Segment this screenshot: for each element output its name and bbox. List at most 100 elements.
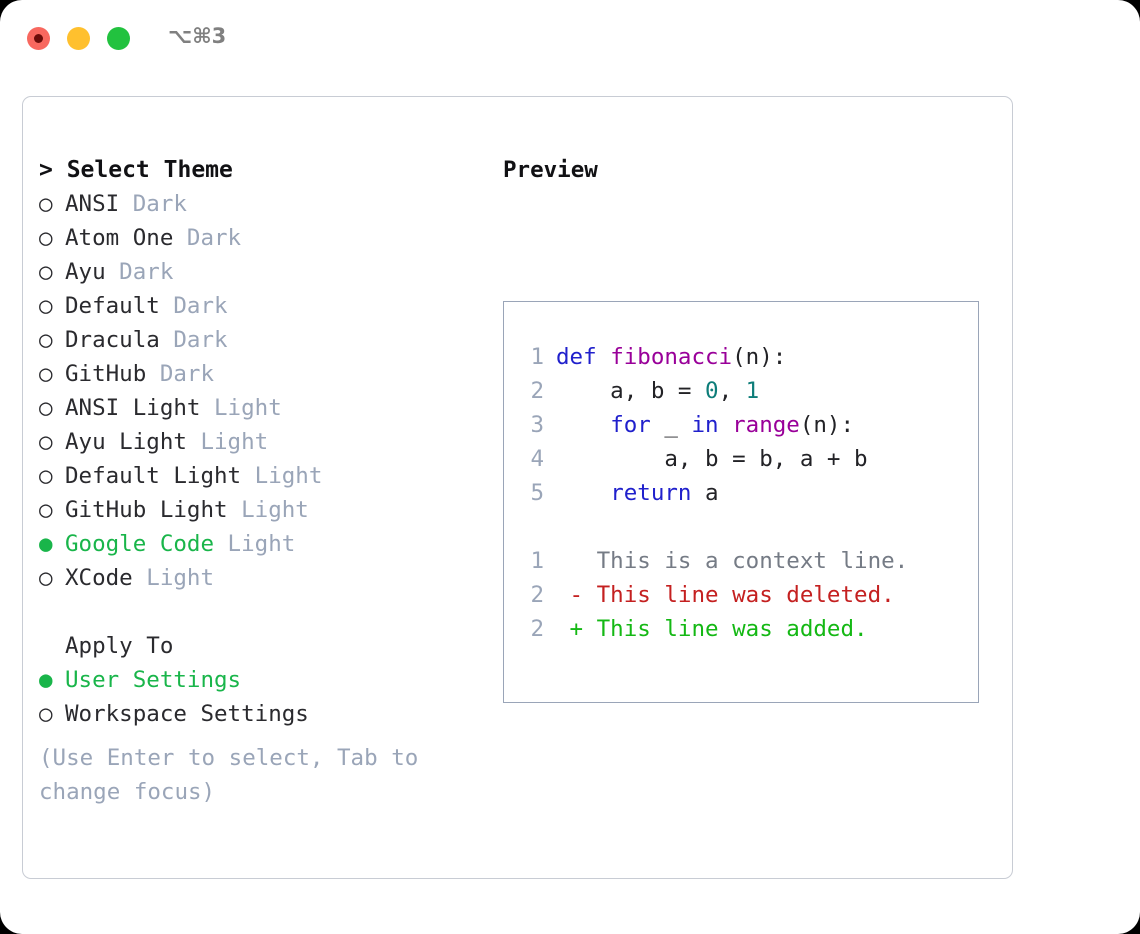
code-token: 0 bbox=[705, 378, 719, 404]
code-line: 4 a, b = b, a + b bbox=[518, 442, 972, 476]
theme-name-label: Default Light bbox=[65, 463, 242, 489]
code-token: _ bbox=[650, 412, 692, 438]
diff-text: This line was deleted. bbox=[583, 582, 895, 608]
line-number: 3 bbox=[530, 412, 544, 438]
diff-marker bbox=[556, 548, 583, 574]
radio-unselected-icon: ○ bbox=[39, 293, 53, 319]
apply-to-list[interactable]: ● User Settings ○ Workspace Settings bbox=[39, 663, 469, 731]
spacer bbox=[39, 595, 469, 629]
maximize-window-button[interactable] bbox=[107, 27, 130, 50]
diff-text: This is a context line. bbox=[583, 548, 909, 574]
radio-unselected-icon: ○ bbox=[39, 259, 53, 285]
keyboard-shortcut-label: ⌥⌘3 bbox=[168, 24, 227, 48]
diff-block: 1 This is a context line. 2 - This line w… bbox=[518, 544, 972, 646]
theme-list-item[interactable]: ●Google Code Light bbox=[39, 527, 469, 561]
radio-unselected-icon: ○ bbox=[39, 497, 53, 523]
theme-name-label: Ayu Light bbox=[65, 429, 187, 455]
theme-list-item[interactable]: ○XCode Light bbox=[39, 561, 469, 595]
radio-unselected-icon: ○ bbox=[39, 191, 53, 217]
theme-list-item[interactable]: ○ GitHub Dark bbox=[39, 357, 469, 391]
apply-to-heading: Apply To bbox=[39, 629, 469, 663]
title-bar: ⌥⌘3 bbox=[0, 0, 1140, 78]
theme-variant-badge: Light bbox=[186, 429, 269, 455]
radio-unselected-icon: ○ bbox=[39, 361, 53, 387]
theme-variant-badge: Light bbox=[132, 565, 215, 591]
apply-to-label: Workspace Settings bbox=[65, 701, 309, 727]
code-token: (n): bbox=[732, 344, 787, 370]
theme-list-item[interactable]: ○ Ayu Light Light bbox=[39, 425, 469, 459]
code-token bbox=[556, 412, 610, 438]
apply-to-item[interactable]: ● User Settings bbox=[39, 663, 469, 697]
theme-list-item[interactable]: ○Default Dark bbox=[39, 289, 469, 323]
radio-unselected-icon: ○ bbox=[39, 327, 53, 353]
close-window-button[interactable] bbox=[27, 27, 50, 50]
theme-name-label: XCode bbox=[65, 565, 133, 591]
code-token: 1 bbox=[745, 378, 760, 404]
radio-unselected-icon: ○ bbox=[39, 395, 53, 421]
radio-unselected-icon: ○ bbox=[39, 429, 53, 455]
theme-list-item[interactable]: ○Default Light Light bbox=[39, 459, 469, 493]
code-token: range bbox=[732, 412, 800, 438]
theme-list-item[interactable]: ○Dracula Dark bbox=[39, 323, 469, 357]
radio-selected-icon: ● bbox=[39, 531, 53, 557]
theme-name-label: Google Code bbox=[65, 531, 215, 557]
code-diff-spacer bbox=[518, 510, 972, 544]
code-token: in bbox=[691, 412, 719, 438]
theme-variant-badge: Dark bbox=[159, 327, 228, 353]
theme-name-label: Ayu bbox=[65, 259, 106, 285]
select-theme-heading: > Select Theme bbox=[39, 157, 233, 183]
theme-name-label: GitHub Light bbox=[65, 497, 228, 523]
theme-list[interactable]: ○ANSI Dark○Atom One Dark○Ayu Dark○Defaul… bbox=[39, 187, 469, 595]
theme-variant-badge: Dark bbox=[173, 225, 242, 251]
preview-heading: Preview bbox=[503, 157, 598, 183]
code-token: a bbox=[691, 480, 719, 506]
diff-marker: + bbox=[556, 616, 584, 642]
radio-selected-icon: ● bbox=[39, 667, 53, 693]
code-token: for bbox=[610, 412, 651, 438]
theme-list-item[interactable]: ○ GitHub Light Light bbox=[39, 493, 469, 527]
line-number: 5 bbox=[530, 480, 544, 506]
diff-line: 2 - This line was deleted. bbox=[518, 578, 972, 612]
radio-unselected-icon: ○ bbox=[39, 701, 53, 727]
theme-list-item[interactable]: ○ Ayu Dark bbox=[39, 255, 469, 289]
code-line: 5 return a bbox=[518, 476, 972, 510]
code-line: 2 a, b = 0, 1 bbox=[518, 374, 972, 408]
code-token: a, b = b, a + b bbox=[556, 446, 868, 472]
theme-variant-badge: Light bbox=[227, 497, 309, 523]
code-token: , bbox=[718, 378, 746, 404]
line-number: 1 bbox=[530, 344, 544, 370]
theme-name-label: ANSI Light bbox=[65, 395, 201, 421]
diff-marker: - bbox=[556, 582, 584, 608]
diff-text: This line was added. bbox=[583, 616, 868, 642]
theme-name-label: GitHub bbox=[65, 361, 147, 387]
code-token bbox=[556, 480, 610, 506]
apply-to-label: User Settings bbox=[65, 667, 242, 693]
code-token: fibonacci bbox=[610, 344, 733, 370]
code-token: return bbox=[610, 480, 692, 506]
diff-line-number: 2 bbox=[530, 616, 544, 642]
theme-variant-badge: Dark bbox=[105, 259, 174, 285]
diff-line-number: 1 bbox=[530, 548, 544, 574]
theme-selection-column: > Select Theme ○ANSI Dark○Atom One Dark○… bbox=[39, 153, 469, 731]
theme-list-item[interactable]: ○ ANSI Dark bbox=[39, 187, 469, 221]
code-token bbox=[719, 412, 733, 438]
theme-name-label: ANSI bbox=[65, 191, 120, 217]
line-number: 4 bbox=[530, 446, 544, 472]
theme-name-label: Atom One bbox=[65, 225, 174, 251]
apply-to-item[interactable]: ○ Workspace Settings bbox=[39, 697, 469, 731]
theme-list-item[interactable]: ○ ANSI Light Light bbox=[39, 391, 469, 425]
code-line: 3 for _ in range(n): bbox=[518, 408, 972, 442]
theme-variant-badge: Dark bbox=[146, 361, 215, 387]
apply-to-heading-label: Apply To bbox=[65, 633, 174, 659]
minimize-window-button[interactable] bbox=[67, 27, 90, 50]
theme-variant-badge: Light bbox=[200, 395, 282, 421]
theme-list-item[interactable]: ○Atom One Dark bbox=[39, 221, 469, 255]
line-number: 2 bbox=[530, 378, 544, 404]
theme-variant-badge: Dark bbox=[119, 191, 187, 217]
